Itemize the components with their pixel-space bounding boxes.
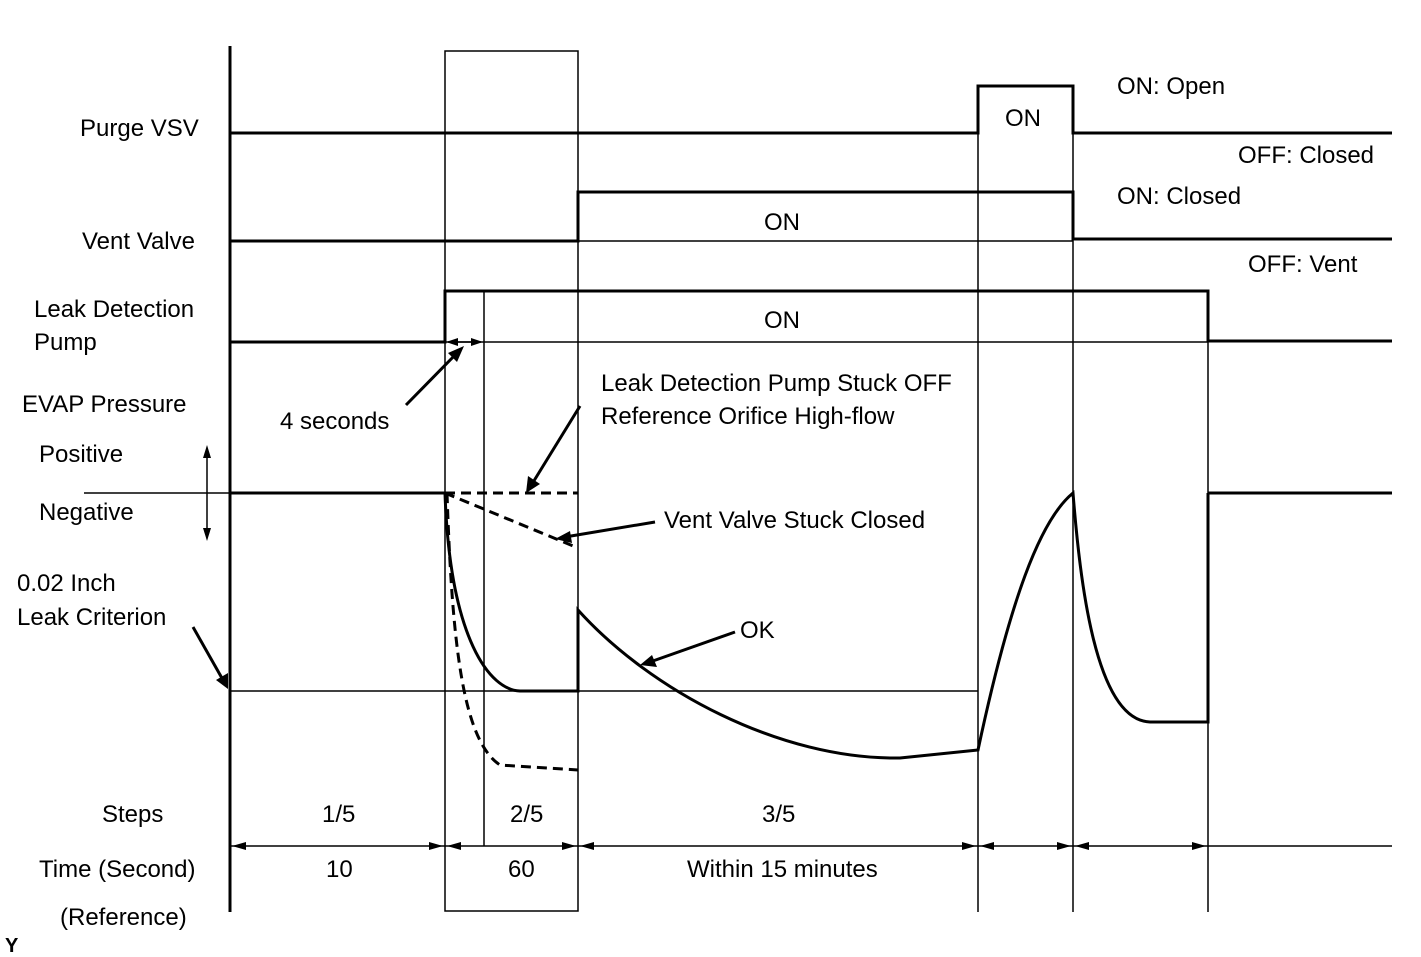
arrow-down-head	[203, 528, 211, 541]
ok-leader-head	[640, 655, 657, 667]
criterion-label-line2: Leak Criterion	[17, 604, 166, 631]
vent-valve-signal	[230, 190, 1392, 243]
positive-label: Positive	[39, 441, 123, 468]
purge-off-state: OFF: Closed	[1238, 142, 1374, 169]
vent-stuck-leader-head	[555, 531, 572, 543]
time1-label: 10	[326, 856, 353, 883]
step1-label: 1/5	[322, 801, 355, 828]
purge-vsv-label: Purge VSV	[80, 115, 199, 142]
ok-leader	[649, 630, 736, 664]
time2-label: 60	[508, 856, 535, 883]
pump-label-line2: Pump	[34, 329, 97, 356]
ok-pressure-curve	[443, 490, 1210, 760]
criterion-label-line1: 0.02 Inch	[17, 570, 116, 597]
reference-label: (Reference)	[60, 904, 187, 931]
corner-mark: Y	[5, 935, 19, 957]
purge-vsv-signal	[230, 84, 1392, 135]
pump-on-label: ON	[764, 307, 800, 334]
criterion-leader-head	[216, 673, 228, 689]
time-dim-arrows	[232, 842, 1206, 850]
four-sec-head-left	[446, 338, 458, 346]
vent-stuck-leader	[564, 520, 656, 539]
purge-on-label: ON	[1005, 105, 1041, 132]
step3-label: 3/5	[762, 801, 795, 828]
pump-label-line1: Leak Detection	[34, 296, 194, 323]
stuck-off-leader	[530, 405, 582, 485]
step2-label: 2/5	[510, 801, 543, 828]
four-sec-head-right	[471, 338, 483, 346]
four-sec-leader-head	[448, 346, 464, 362]
ok-label: OK	[740, 617, 775, 644]
stuck-off-label-line2: Reference Orifice High-flow	[601, 403, 895, 430]
purge-on-state: ON: Open	[1117, 73, 1225, 100]
vent-off-state: OFF: Vent	[1248, 251, 1358, 278]
four-sec-leader	[404, 350, 460, 407]
vent-stuck-label: Vent Valve Stuck Closed	[664, 507, 925, 534]
four-seconds-label: 4 seconds	[280, 408, 389, 435]
step2-box	[444, 50, 579, 912]
stuck-off-label-line1: Leak Detection Pump Stuck OFF	[601, 370, 952, 397]
negative-label: Negative	[39, 499, 134, 526]
evap-pressure-label: EVAP Pressure	[22, 391, 187, 418]
vent-on-state: ON: Closed	[1117, 183, 1241, 210]
vent-stuck-curve	[444, 491, 579, 550]
pump-signal	[230, 289, 1392, 344]
vent-valve-label: Vent Valve	[82, 228, 195, 255]
time-label: Time (Second)	[39, 856, 196, 883]
steps-label: Steps	[102, 801, 163, 828]
stuck-off-leader-head	[526, 476, 540, 493]
time3-label: Within 15 minutes	[687, 856, 878, 883]
criterion-leader	[191, 626, 225, 681]
arrow-up-head	[203, 445, 211, 458]
vent-on-label: ON	[764, 209, 800, 236]
